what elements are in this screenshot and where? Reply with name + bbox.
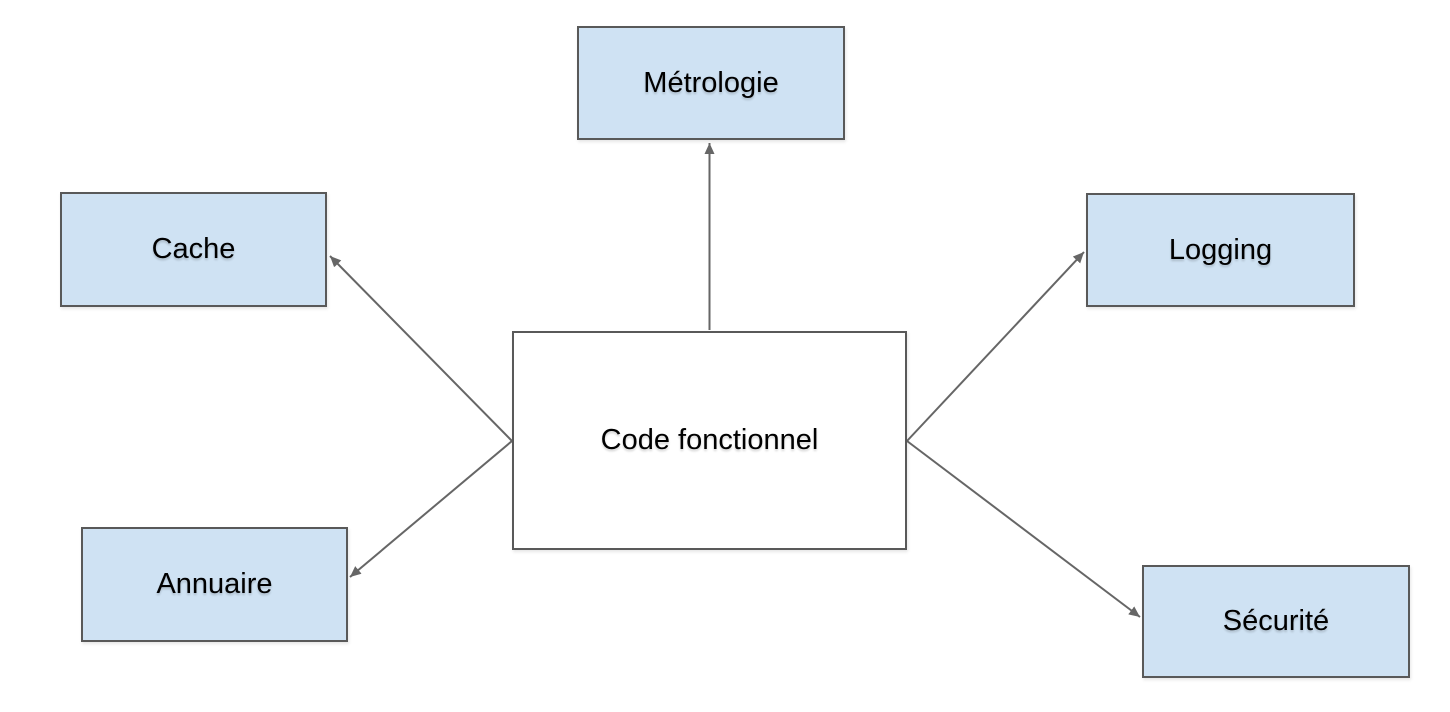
node-securite-label: Sécurité xyxy=(1222,605,1330,637)
edge-center-to-cache xyxy=(329,255,513,442)
node-code-fonctionnel-label: Code fonctionnel xyxy=(600,424,819,456)
node-annuaire-label: Annuaire xyxy=(156,568,273,600)
edge-center-to-logging xyxy=(906,251,1085,442)
node-metrologie-label: Métrologie xyxy=(643,66,779,99)
node-logging-label: Logging xyxy=(1168,233,1273,266)
edge-center-to-annuaire xyxy=(349,440,513,578)
node-annuaire: Annuaire xyxy=(81,527,348,642)
node-metrologie: Métrologie xyxy=(577,26,845,140)
node-securite: Sécurité xyxy=(1142,565,1410,678)
node-cache-label: Cache xyxy=(151,233,236,265)
edge-center-to-securite xyxy=(906,440,1141,618)
node-logging: Logging xyxy=(1086,193,1355,307)
node-code-fonctionnel: Code fonctionnel xyxy=(512,331,907,550)
node-cache: Cache xyxy=(60,192,327,307)
